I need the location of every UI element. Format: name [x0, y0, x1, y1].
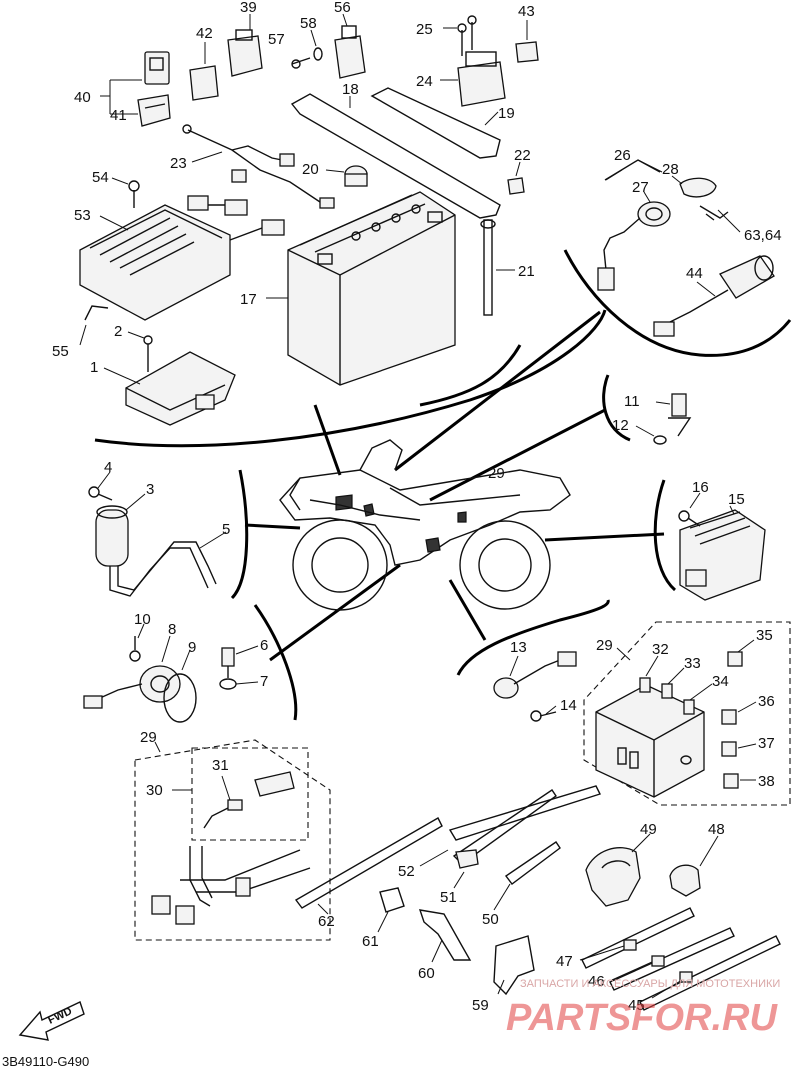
- part-1-cdi: [103, 331, 236, 426]
- callout-40: 40: [74, 89, 91, 106]
- callout-55: 55: [52, 343, 69, 360]
- callout-34: 34: [712, 673, 729, 690]
- fwd-arrow-icon: FWD: [18, 1001, 85, 1041]
- callout-38: 38: [758, 773, 775, 790]
- part-3-4-5-coil: [88, 471, 227, 597]
- callout-20: 20: [302, 161, 319, 178]
- watermark-brand: PARTSFOR.RU: [506, 997, 778, 1039]
- callout-37: 37: [758, 735, 775, 752]
- callout-23: 23: [170, 155, 187, 172]
- callout-14: 14: [560, 697, 577, 714]
- part-13-14: [493, 651, 577, 722]
- cable-ties-50-62: [294, 785, 601, 915]
- callout-56: 56: [334, 0, 351, 16]
- callout-18: 18: [342, 81, 359, 98]
- callout-52: 52: [398, 863, 415, 880]
- atv-vehicle: [279, 439, 571, 611]
- part-11-12-switch: [635, 393, 692, 445]
- callout-22: 22: [514, 147, 531, 164]
- callout-8: 8: [168, 621, 176, 638]
- callout-39: 39: [240, 0, 257, 16]
- callout-44: 44: [686, 265, 703, 282]
- callout-13: 13: [510, 639, 527, 656]
- callout-54: 54: [92, 169, 109, 186]
- callout-45: 45: [628, 997, 645, 1014]
- part-6-10-sensor: [83, 623, 259, 723]
- callout-42: 42: [196, 25, 213, 42]
- callout-12: 12: [612, 417, 629, 434]
- callout-17: 17: [240, 291, 257, 308]
- part-57-58-56: [291, 13, 366, 79]
- callout-48: 48: [708, 821, 725, 838]
- callout-46: 46: [588, 973, 605, 990]
- callout-29-fusebox: 29: [596, 637, 613, 654]
- callout-33: 33: [684, 655, 701, 672]
- part-26-27-28-switch: [597, 159, 741, 291]
- callout-6: 6: [260, 637, 268, 654]
- callout-9: 9: [188, 639, 196, 656]
- callout-41: 41: [110, 107, 127, 124]
- callout-15: 15: [728, 491, 745, 508]
- part-53-box: [79, 177, 285, 346]
- callout-3: 3: [146, 481, 154, 498]
- part-39: [227, 14, 263, 77]
- part-relay-40-41: [100, 51, 171, 127]
- callout-61: 61: [362, 933, 379, 950]
- callout-29-harness: 29: [140, 729, 157, 746]
- clamps-45-49: [579, 833, 781, 1011]
- callout-31: 31: [212, 757, 229, 774]
- drawing-reference: 3B49110-G490: [2, 1054, 89, 1069]
- watermark-subtitle: ЗАПЧАСТИ И АКСЕССУАРЫ ДЛЯ МОТОТЕХНИКИ: [520, 978, 780, 990]
- callout-57: 57: [268, 31, 285, 48]
- callout-36: 36: [758, 693, 775, 710]
- part-20-22-21: [325, 161, 525, 316]
- fwd-label: FWD: [46, 1005, 74, 1026]
- callout-5: 5: [222, 521, 230, 538]
- callout-7: 7: [260, 673, 268, 690]
- callout-19: 19: [498, 105, 515, 122]
- callout-27: 27: [632, 179, 649, 196]
- part-29-30-31-harness: [134, 739, 331, 941]
- clamps-59-61: [377, 887, 535, 996]
- part-18-19-brackets: [290, 87, 501, 219]
- callout-32: 32: [652, 641, 669, 658]
- callout-59: 59: [472, 997, 489, 1014]
- callout-21: 21: [518, 263, 535, 280]
- callout-16: 16: [692, 479, 709, 496]
- part-42: [189, 42, 219, 101]
- callout-1: 1: [90, 359, 98, 376]
- callout-30: 30: [146, 782, 163, 799]
- watermark: ЗАПЧАСТИ И АКСЕССУАРЫ ДЛЯ МОТОТЕХНИКИ PA…: [506, 978, 780, 1039]
- callout-25: 25: [416, 21, 433, 38]
- callout-2: 2: [114, 323, 122, 340]
- callout-10: 10: [134, 611, 151, 628]
- callout-35: 35: [756, 627, 773, 644]
- region-dividers: [94, 249, 792, 721]
- callout-51: 51: [440, 889, 457, 906]
- callout-11: 11: [624, 393, 640, 410]
- callout-43: 43: [518, 3, 535, 20]
- part-44-socket: [653, 255, 775, 337]
- part-29-fusebox: [583, 621, 791, 806]
- callout-53: 53: [74, 207, 91, 224]
- callout-24: 24: [416, 73, 433, 90]
- part-17-battery: [266, 191, 456, 386]
- callout-60: 60: [418, 965, 435, 982]
- callout-47: 47: [556, 953, 573, 970]
- callout-49: 49: [640, 821, 657, 838]
- callout-labels: 1 2 3 4 5 6 7 8 9 10 11 12 13 14 15 16 1…: [52, 0, 782, 1014]
- part-23-cable: [182, 124, 335, 209]
- part-15-16-rectifier: [678, 492, 766, 601]
- callout-26: 26: [614, 147, 631, 164]
- callout-4: 4: [104, 459, 112, 476]
- part-24-25-relay: [440, 15, 539, 107]
- callout-50: 50: [482, 911, 499, 928]
- callout-29-vehicle: 29: [488, 465, 505, 482]
- callout-28: 28: [662, 161, 679, 178]
- callout-63-64: 63,64: [744, 227, 782, 244]
- callout-58: 58: [300, 15, 317, 32]
- callout-62: 62: [318, 913, 335, 930]
